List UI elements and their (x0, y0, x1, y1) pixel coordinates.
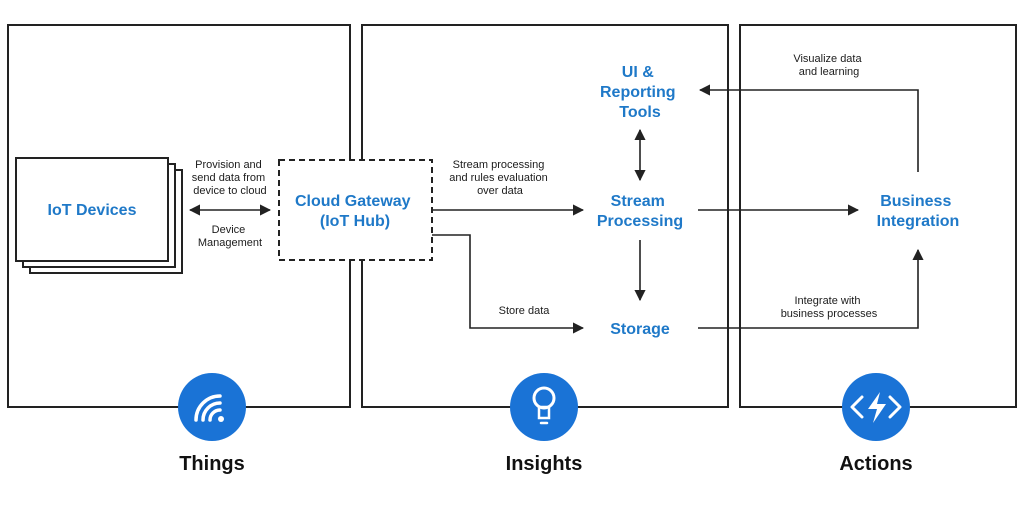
provision-label: Provision and send data from device to c… (192, 159, 268, 197)
integrate-label: Integrate with business processes (781, 295, 878, 320)
business-ui-arrow (698, 84, 919, 172)
wifi-icon (178, 373, 246, 441)
cloud-gateway-label: Cloud Gateway (IoT Hub) (295, 193, 415, 230)
visualize-label: Visualize data and learning (793, 53, 864, 78)
lightning-code-icon (842, 373, 910, 441)
storage-label: Storage (610, 321, 670, 338)
actions-title: Actions (839, 453, 912, 475)
ui-reporting-tools-label: UI & Reporting Tools (600, 64, 680, 121)
store-data-label: Store data (499, 305, 551, 317)
insights-title: Insights (506, 453, 583, 475)
things-title: Things (179, 453, 245, 475)
lightbulb-icon (510, 373, 578, 441)
stream-processing-connector-label: Stream processing and rules evaluation o… (449, 159, 551, 197)
device-management-label: Device Management (198, 224, 262, 249)
iot-devices-label: IoT Devices (48, 202, 137, 219)
gateway-storage-arrow (432, 234, 585, 334)
storage-business-arrow (698, 248, 924, 329)
business-integration-label: Business Integration (877, 193, 960, 230)
iot-devices-stack (15, 157, 183, 274)
stream-processing-label: Stream Processing (597, 193, 683, 230)
cloud-gateway-box (278, 159, 433, 261)
